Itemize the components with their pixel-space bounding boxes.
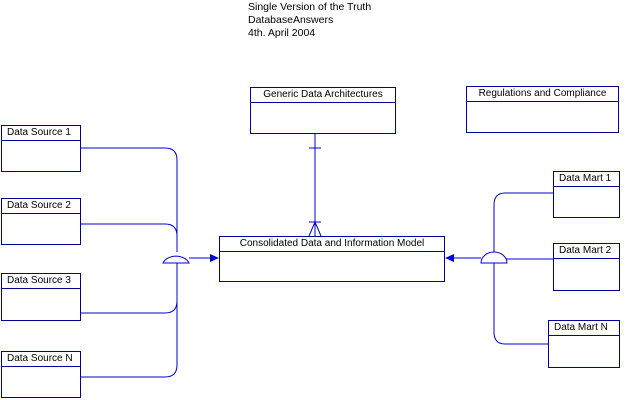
entity-title: Data Source 2 (2, 199, 80, 214)
entity-body (549, 336, 619, 367)
entity-regulations-and-compliance[interactable]: Regulations and Compliance (466, 86, 619, 133)
entity-consolidated-data-model[interactable]: Consolidated Data and Information Model (219, 236, 445, 282)
entity-generic-data-architectures[interactable]: Generic Data Architectures (250, 87, 396, 134)
mart1-connector (493, 192, 553, 254)
entity-title: Consolidated Data and Information Model (220, 237, 444, 252)
entity-body (220, 252, 444, 281)
sourceN-connector (81, 263, 178, 378)
arrowhead-right-icon (445, 254, 454, 262)
entity-data-mart-2[interactable]: Data Mart 2 (553, 243, 620, 291)
martN-connector (493, 263, 548, 345)
entity-title: Data Source N (2, 352, 80, 367)
entity-title: Data Source 3 (2, 274, 80, 289)
entity-title: Data Mart 1 (554, 172, 619, 187)
header-date: 4th. April 2004 (248, 27, 316, 39)
header-title: Single Version of the Truth (248, 1, 372, 13)
source1-connector (81, 147, 178, 252)
entity-data-source-1[interactable]: Data Source 1 (1, 125, 81, 172)
source3-connector (81, 263, 178, 314)
entity-body (251, 103, 395, 133)
crows-foot-icon (308, 221, 322, 237)
entity-data-source-n[interactable]: Data Source N (1, 351, 81, 398)
entity-title: Data Mart N (549, 321, 619, 336)
entity-title: Data Source 1 (2, 126, 80, 141)
entity-body (2, 289, 80, 320)
entity-body (2, 214, 80, 244)
entity-title: Generic Data Architectures (251, 88, 395, 103)
source2-connector (81, 223, 178, 252)
entity-body (2, 367, 80, 397)
arrowhead-left-icon (210, 254, 219, 262)
entity-data-mart-1[interactable]: Data Mart 1 (553, 171, 620, 218)
entity-body (554, 259, 619, 290)
entity-body (554, 187, 619, 217)
entity-title: Regulations and Compliance (467, 87, 618, 102)
entity-title: Data Mart 2 (554, 244, 619, 259)
entity-body (467, 102, 618, 132)
header-author: DatabaseAnswers (248, 14, 334, 26)
diagram-header: Single Version of the Truth DatabaseAnsw… (248, 1, 371, 40)
right-subtype-hub-icon (480, 251, 508, 264)
entity-data-mart-n[interactable]: Data Mart N (548, 320, 620, 368)
entity-body (2, 141, 80, 171)
left-subtype-hub-icon (162, 255, 190, 264)
entity-data-source-2[interactable]: Data Source 2 (1, 198, 81, 245)
entity-data-source-3[interactable]: Data Source 3 (1, 273, 81, 321)
